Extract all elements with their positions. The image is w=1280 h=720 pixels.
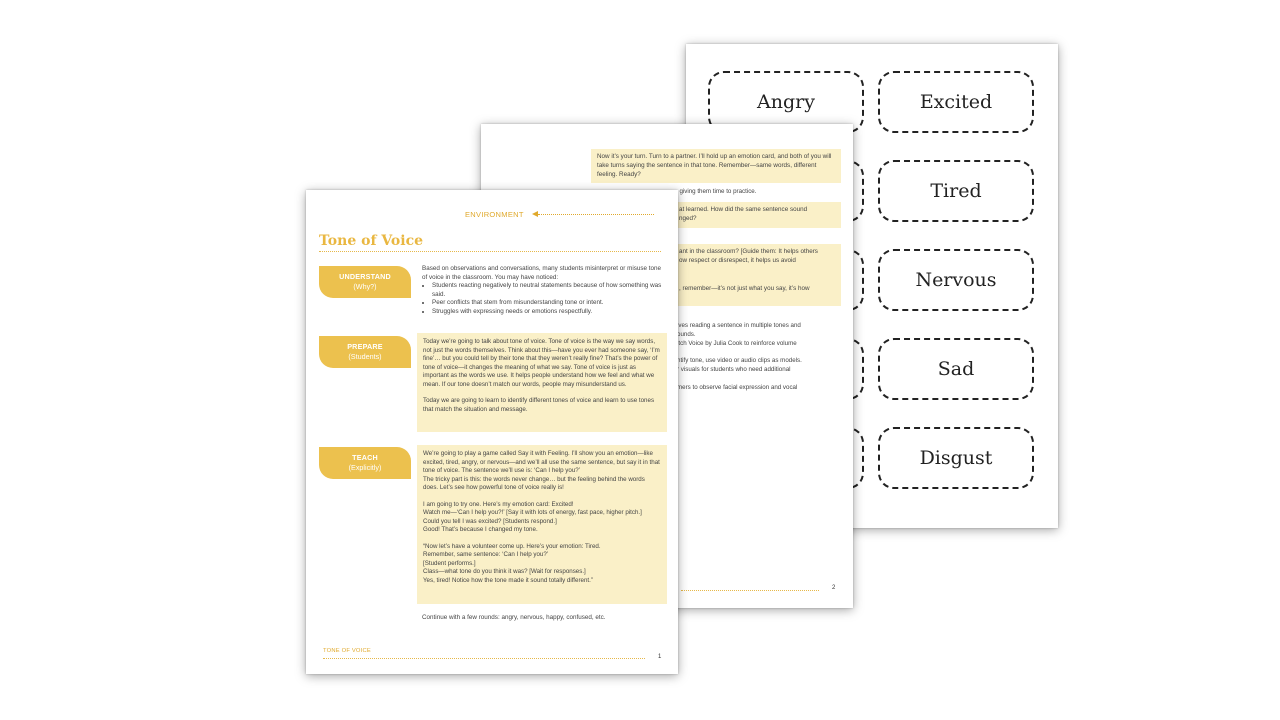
prepare-paragraph: Today we are going to learn to identify … [423, 397, 655, 413]
teach-text: [Student performs.] [423, 559, 476, 567]
footer-rule [681, 590, 819, 591]
environment-label: ENVIRONMENT [465, 210, 524, 219]
discussion-text-2: , remember—it’s not just what you say, i… [679, 284, 810, 292]
emotion-card: Disgust [878, 427, 1034, 489]
teach-text: I am going to try one. Here’s my emotion… [423, 500, 574, 508]
tab-subtitle: (Why?) [353, 282, 377, 291]
emotion-card: Sad [878, 338, 1034, 400]
list-item: Peer conflicts that stem from misunderst… [432, 299, 667, 308]
continue-text: Continue with a few rounds: angry, nervo… [422, 614, 606, 621]
tab-title: PREPARE [347, 342, 383, 351]
reflection-box: at learned. How did the same sentence so… [591, 202, 841, 228]
teach-text: We’re going to play a game called Say it… [423, 450, 660, 474]
title-rule [319, 251, 661, 252]
understand-list: Students reacting negatively to neutral … [422, 282, 667, 316]
teach-text: Yes, tired! Notice how the tone made it … [423, 576, 593, 584]
prepare-script: Today we’re going to talk about tone of … [417, 333, 667, 432]
footer-label: TONE OF VOICE [323, 648, 371, 654]
prepare-paragraph: Today we’re going to talk about tone of … [423, 338, 660, 388]
teach-paragraph: I am going to try one. Here’s my emotion… [423, 501, 661, 535]
teach-text: The tricky part is this: the words never… [423, 475, 645, 492]
page-number: 1 [658, 654, 662, 660]
teach-script: We’re going to play a game called Say it… [417, 445, 667, 604]
emotion-card: Nervous [878, 249, 1034, 311]
emotion-card: Tired [878, 160, 1034, 222]
teach-text: Class—what tone do you think it was? [Wa… [423, 568, 586, 575]
tab-subtitle: (Explicitly) [348, 463, 382, 472]
tab-subtitle: (Students) [348, 352, 382, 361]
header-rule [538, 214, 654, 215]
extension-text: lves reading a sentence in multiple tone… [677, 322, 801, 347]
teach-text: Good! That’s because I changed my tone. [423, 526, 538, 533]
page-title: Tone of Voice [319, 233, 424, 249]
teach-text: Watch me—‘Can I help you?!’ [Say it with… [423, 509, 642, 516]
observation-text: mers to observe facial expression and vo… [677, 384, 798, 391]
teach-tab: TEACH (Explicitly) [319, 447, 411, 479]
tab-title: UNDERSTAND [339, 272, 391, 281]
page-number: 2 [832, 585, 836, 591]
practice-line: , giving them time to practice. [676, 188, 757, 195]
support-text: ntify tone, use video or audio clips as … [677, 357, 802, 373]
arrow-left-icon [532, 210, 538, 217]
discussion-text: ant in the classroom? [Guide them: It he… [679, 248, 818, 264]
footer-rule [323, 658, 645, 659]
teach-paragraph: “Now let’s have a volunteer come up. Her… [423, 543, 661, 586]
understand-tab: UNDERSTAND (Why?) [319, 266, 411, 298]
teach-text: Remember, same sentence: ‘Can I help you… [423, 551, 549, 558]
tab-title: TEACH [352, 453, 378, 462]
list-item: Students reacting negatively to neutral … [432, 282, 667, 299]
list-item: Struggles with expressing needs or emoti… [432, 308, 667, 317]
lesson-page-1: ENVIRONMENT Tone of Voice UNDERSTAND (Wh… [306, 190, 678, 674]
understand-intro: Based on observations and conversations,… [422, 265, 662, 281]
teach-text: “Now let’s have a volunteer come up. Her… [423, 542, 601, 550]
teach-paragraph: We’re going to play a game called Say it… [423, 450, 661, 493]
prepare-tab: PREPARE (Students) [319, 336, 411, 368]
practice-instructions: Now it’s your turn. Turn to a partner. I… [591, 149, 841, 184]
teach-text: Could you tell I was excited? [Students … [423, 517, 557, 525]
understand-text: Based on observations and conversations,… [422, 265, 667, 317]
emotion-card: Excited [878, 71, 1034, 133]
